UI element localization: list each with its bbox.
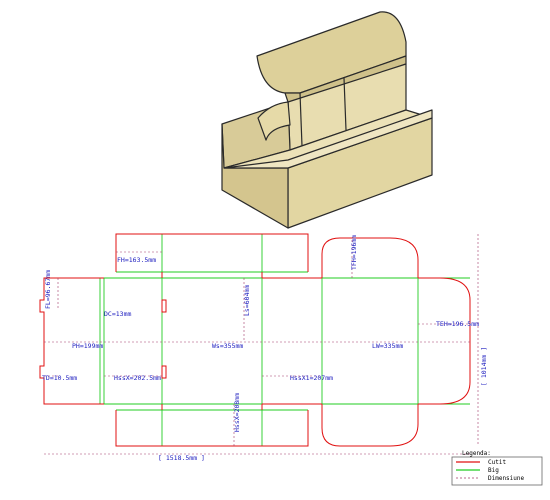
slot-tab-bottom bbox=[161, 365, 167, 379]
top-left-flap-cut bbox=[115, 233, 309, 272]
legend-cut-label: Cutit bbox=[488, 459, 506, 466]
dim-dc: DC=13mm bbox=[104, 310, 131, 318]
dim-total-height: [ 1014mm ] bbox=[480, 347, 488, 386]
box-3d-illustration bbox=[221, 11, 433, 229]
cut-lines bbox=[39, 233, 471, 447]
dim-tfh: TFH=196mm bbox=[350, 235, 358, 270]
legend-title: Legenda: bbox=[462, 450, 491, 457]
dim-lw: LW=335mm bbox=[372, 342, 403, 350]
dim-hss1: HssX1=207mm bbox=[290, 374, 333, 382]
lid-bottom-flap-cut bbox=[321, 404, 419, 447]
box-left-wall bbox=[221, 123, 289, 229]
dim-ph: PH=199mm bbox=[72, 342, 103, 350]
dim-td: TD=10.5mm bbox=[42, 374, 77, 382]
legend: Legenda: Cutit Big Dimensiune bbox=[451, 450, 543, 486]
dimension-lines bbox=[44, 234, 479, 455]
dim-ls: Ls=604mm bbox=[243, 285, 251, 316]
dim-total-width: [ 1518.5mm ] bbox=[158, 454, 205, 462]
dim-fl: FL=96.67mm bbox=[44, 270, 52, 309]
tuck-flap-cut bbox=[418, 277, 471, 405]
box-inner-divider-2 bbox=[343, 77, 347, 131]
dim-hss: HssX=202.5mm bbox=[114, 374, 161, 382]
box-inner-divider bbox=[299, 92, 303, 147]
box-front-rim bbox=[223, 109, 433, 169]
crease-lines bbox=[44, 234, 470, 446]
dimension-labels: FH=163.5mm TFH=196mm FL=96.67mm DC=13mm … bbox=[42, 235, 488, 462]
legend-crease-label: Big bbox=[488, 467, 499, 474]
slot-tab-top bbox=[161, 299, 167, 313]
lid-top-flap-cut bbox=[321, 237, 419, 278]
dim-hss2: HssX=208mm bbox=[233, 393, 241, 432]
dim-fh: FH=163.5mm bbox=[117, 256, 156, 264]
bottom-flap-cut bbox=[115, 410, 309, 447]
left-end-panel-cut bbox=[39, 277, 104, 405]
dim-ws: Ws=355mm bbox=[212, 342, 243, 350]
dim-teh: TEH=196.5mm bbox=[436, 320, 479, 328]
legend-dimension-label: Dimensiune bbox=[488, 475, 525, 482]
box-rear-flap bbox=[257, 101, 291, 141]
dieline bbox=[39, 233, 479, 455]
